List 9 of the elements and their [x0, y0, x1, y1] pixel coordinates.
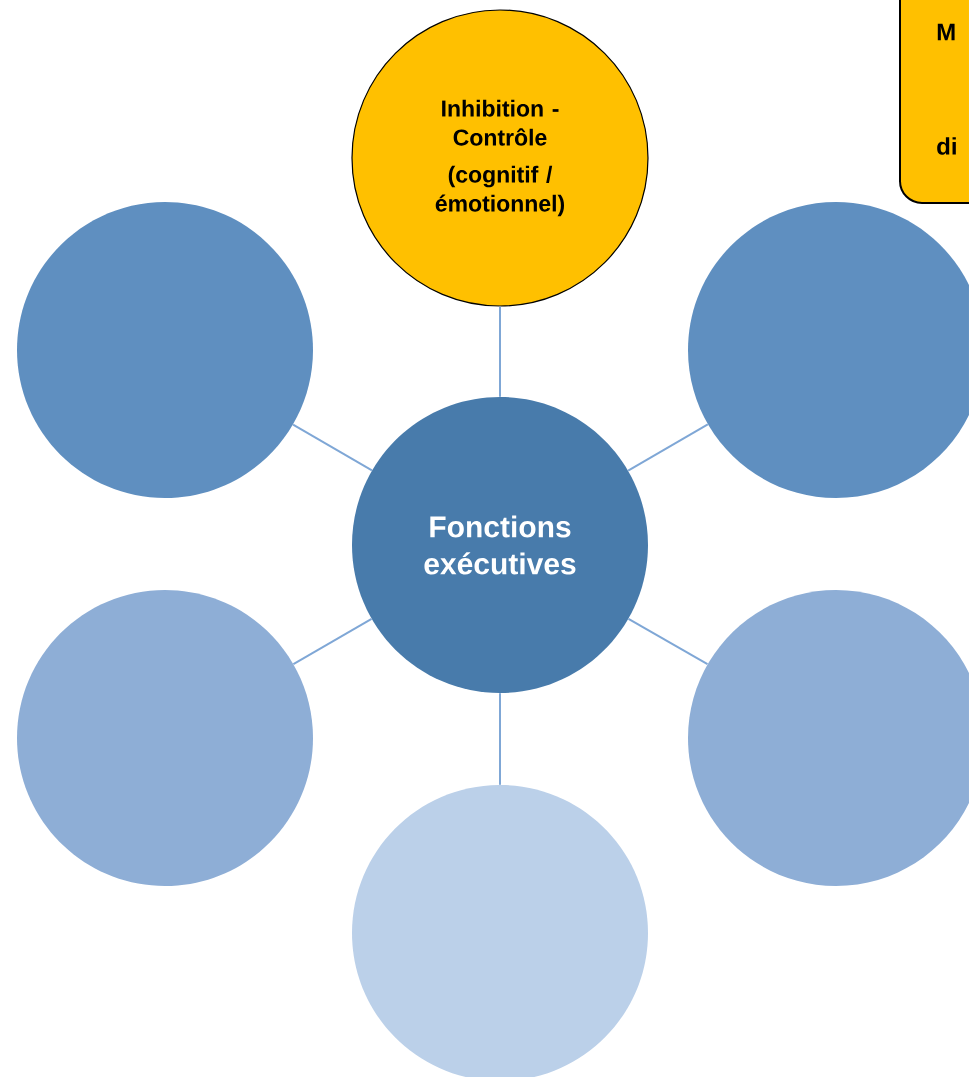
connector-line	[292, 617, 373, 665]
empty-circle	[17, 202, 313, 498]
note-box: M di	[899, 0, 969, 204]
connector-line	[499, 692, 501, 786]
empty-circle	[17, 590, 313, 886]
connector-line	[627, 423, 709, 472]
connector-line	[499, 305, 501, 398]
connector-line	[292, 423, 373, 472]
connector-line	[627, 617, 709, 666]
